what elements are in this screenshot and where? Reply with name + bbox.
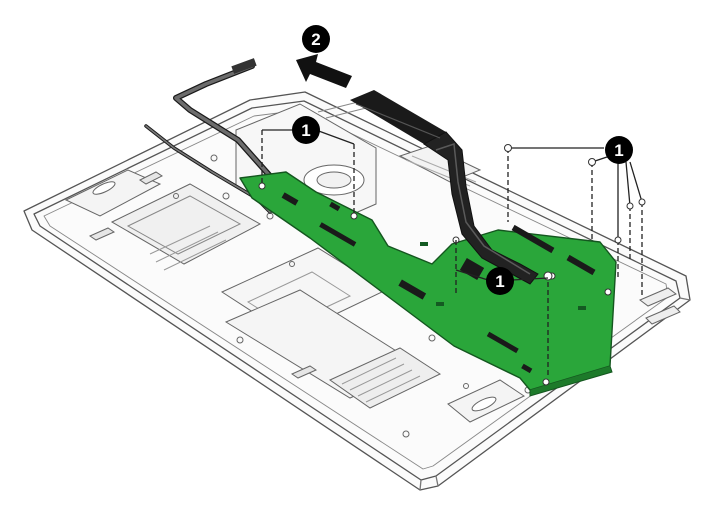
callout-label: 1 [495,272,504,291]
cables [144,58,273,214]
screw-icon-group [504,144,646,244]
callout-label: 2 [311,30,320,49]
callout-leader-lines [261,129,643,376]
removal-arrow-icon [296,54,352,88]
chassis-internal-details [64,99,681,438]
system-board [239,171,617,397]
callout-label: 1 [301,121,310,140]
callout-label: 1 [614,141,623,160]
callout-step-1-top-left: 1 [292,116,320,144]
callout-step-1-middle: 1 [486,267,514,295]
callout-step-1-right: 1 [605,136,633,164]
heat-sink [350,90,553,285]
callout-step-2: 2 [302,25,330,53]
